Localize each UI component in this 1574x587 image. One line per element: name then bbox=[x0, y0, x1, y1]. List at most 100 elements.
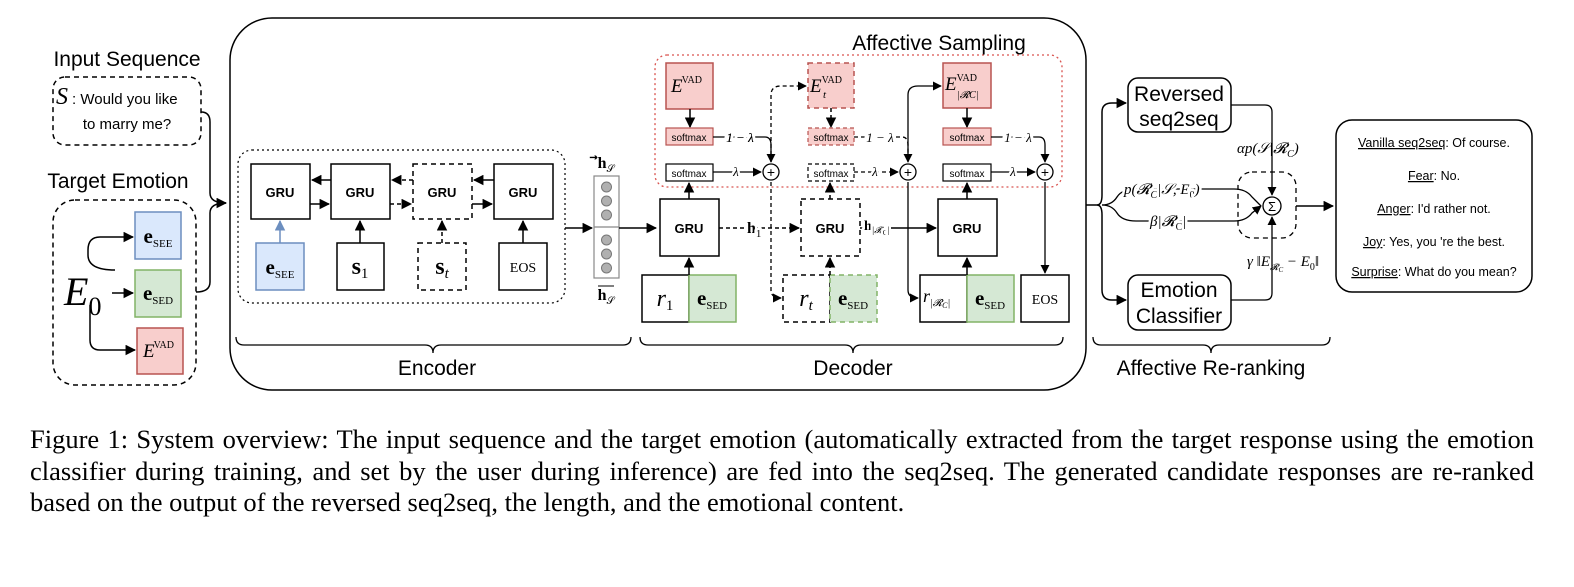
svg-text:GRU: GRU bbox=[509, 185, 538, 200]
softmax-vad-2 bbox=[807, 127, 855, 146]
decoder-brace bbox=[639, 336, 1064, 354]
output-response-4: Joy: Yes, you 're the best. bbox=[1363, 235, 1505, 249]
emotion-classifier-box bbox=[1127, 274, 1232, 331]
svg-text:EVAD: EVAD bbox=[944, 73, 977, 95]
output-response-2: Fear: No. bbox=[1408, 169, 1460, 183]
hrc-label: h|𝓡C| bbox=[864, 219, 889, 237]
svg-text:eSED: eSED bbox=[975, 286, 1005, 312]
encoder-input-s1 bbox=[336, 242, 385, 291]
svg-text:EVAD: EVAD bbox=[670, 75, 702, 97]
encoder-gru-3 bbox=[412, 163, 473, 220]
output-response-3: Anger: I'd rather not. bbox=[1377, 202, 1491, 216]
svg-text:EOS: EOS bbox=[1032, 293, 1058, 308]
encoder-label: Encoder bbox=[398, 357, 476, 380]
hs-forward-label: ⃗h𝒮 bbox=[590, 155, 616, 175]
svg-text:1 − λ: 1 − λ bbox=[726, 130, 754, 145]
input-text-line2: to marry me? bbox=[83, 116, 171, 133]
e-see-box bbox=[134, 211, 182, 260]
encoder-gru-2 bbox=[330, 163, 391, 220]
svg-text:Emotion: Emotion bbox=[1140, 279, 1217, 302]
svg-text:Σ: Σ bbox=[1268, 199, 1276, 214]
figure-caption: Figure 1: System overview: The input seq… bbox=[30, 424, 1534, 517]
decoder-input-sed-1 bbox=[688, 274, 737, 323]
beta-term: β|𝓡C| bbox=[1149, 214, 1186, 233]
vad-e0-box bbox=[665, 62, 714, 110]
output-response-text: : Of course. bbox=[1445, 136, 1510, 150]
svg-text:λ: λ bbox=[1009, 164, 1016, 179]
encoder-gru-4 bbox=[493, 163, 554, 220]
svg-text:GRU: GRU bbox=[428, 185, 457, 200]
svg-text:1 − λ: 1 − λ bbox=[726, 130, 754, 145]
encoder-gru-1 bbox=[250, 163, 311, 220]
decoder-input-sed-2 bbox=[829, 274, 878, 323]
e-see-label: eSEE bbox=[144, 224, 173, 250]
output-emotion-label: Anger bbox=[1377, 202, 1410, 216]
svg-text:GRU: GRU bbox=[346, 185, 375, 200]
output-emotion-label: Vanilla seq2seq bbox=[1358, 136, 1445, 150]
softmax-lm-2 bbox=[807, 163, 855, 182]
system-diagram: Input Sequence S : Would you like to mar… bbox=[47, 17, 1533, 391]
plus-node-1 bbox=[762, 163, 780, 181]
svg-text:seq2seq: seq2seq bbox=[1139, 108, 1218, 131]
output-response-text: : I'd rather not. bbox=[1411, 202, 1491, 216]
decoder-input-r1 bbox=[641, 274, 690, 323]
reranking-brace bbox=[1092, 336, 1331, 354]
plus-node-3 bbox=[1036, 163, 1054, 181]
svg-text:s1: s1 bbox=[352, 254, 369, 282]
svg-text:softmax: softmax bbox=[949, 169, 984, 180]
affective-sampling-box bbox=[654, 54, 1063, 188]
svg-text:eSED: eSED bbox=[838, 286, 868, 312]
output-emotion-label: Fear bbox=[1408, 169, 1434, 183]
sum-box bbox=[1237, 171, 1297, 239]
affective-reranking-label: Affective Re-ranking bbox=[1117, 357, 1306, 380]
output-response-5: Surprise: What do you mean? bbox=[1351, 265, 1516, 279]
svg-text:t: t bbox=[823, 89, 827, 101]
svg-text:softmax: softmax bbox=[813, 169, 848, 180]
decoder-input-sed-3 bbox=[966, 274, 1015, 323]
plus-node-2 bbox=[899, 163, 917, 181]
svg-text:st: st bbox=[435, 254, 449, 282]
input-text-line1: : Would you like bbox=[72, 91, 178, 108]
h1-label: h1 bbox=[747, 220, 761, 240]
svg-text:r1: r1 bbox=[657, 286, 674, 314]
svg-text:+: + bbox=[904, 164, 912, 180]
affective-sampling-title: Affective Sampling bbox=[852, 32, 1026, 55]
svg-text:rt: rt bbox=[799, 286, 813, 314]
svg-text:1 − λ: 1 − λ bbox=[1004, 130, 1032, 145]
encoder-input-st bbox=[417, 242, 467, 291]
p-term: p(𝓡C|𝒮, E0) bbox=[1123, 182, 1200, 201]
svg-text:eSED: eSED bbox=[697, 286, 727, 312]
svg-text:softmax: softmax bbox=[813, 133, 848, 144]
svg-text:EOS: EOS bbox=[510, 261, 536, 276]
sum-node bbox=[1262, 196, 1282, 216]
decoder-label: Decoder bbox=[813, 357, 892, 380]
output-response-text: : No. bbox=[1434, 169, 1460, 183]
target-emotion-title: Target Emotion bbox=[47, 170, 188, 193]
e0-symbol: E0 bbox=[63, 269, 101, 321]
svg-text:λ: λ bbox=[732, 164, 739, 179]
svg-text:Reversed: Reversed bbox=[1134, 83, 1224, 106]
encoder-box bbox=[237, 149, 566, 304]
input-sequence-title: Input Sequence bbox=[53, 48, 200, 71]
svg-text:λ: λ bbox=[871, 164, 878, 179]
gamma-term: γ ‖E𝓡C − E0‖ bbox=[1247, 254, 1319, 274]
e0-vad-label: EVAD bbox=[142, 340, 174, 362]
encoder-input-eos bbox=[498, 242, 548, 291]
svg-text:softmax: softmax bbox=[671, 169, 706, 180]
svg-text:|𝓡C|: |𝓡C| bbox=[957, 90, 979, 101]
svg-text:GRU: GRU bbox=[266, 185, 295, 200]
output-responses-box bbox=[1335, 119, 1533, 293]
e0-vad-box bbox=[136, 327, 184, 375]
output-responses: Vanilla seq2seq: Of course. Fear: No. Ange… bbox=[1351, 136, 1516, 279]
svg-text:eSEE: eSEE bbox=[266, 255, 295, 281]
e-sed-label: eSED bbox=[143, 281, 173, 307]
svg-text:r|𝓡C|: r|𝓡C| bbox=[923, 286, 950, 310]
input-symbol: S bbox=[56, 84, 68, 110]
svg-text:EVAD: EVAD bbox=[809, 75, 842, 97]
output-response-1: Vanilla seq2seq: Of course. bbox=[1358, 136, 1510, 150]
output-emotion-label: Joy bbox=[1363, 235, 1383, 249]
svg-text:Classifier: Classifier bbox=[1136, 305, 1222, 328]
output-emotion-label: Surprise bbox=[1351, 265, 1398, 279]
encoder-brace bbox=[235, 336, 632, 354]
decoder-input-rt bbox=[782, 274, 831, 323]
